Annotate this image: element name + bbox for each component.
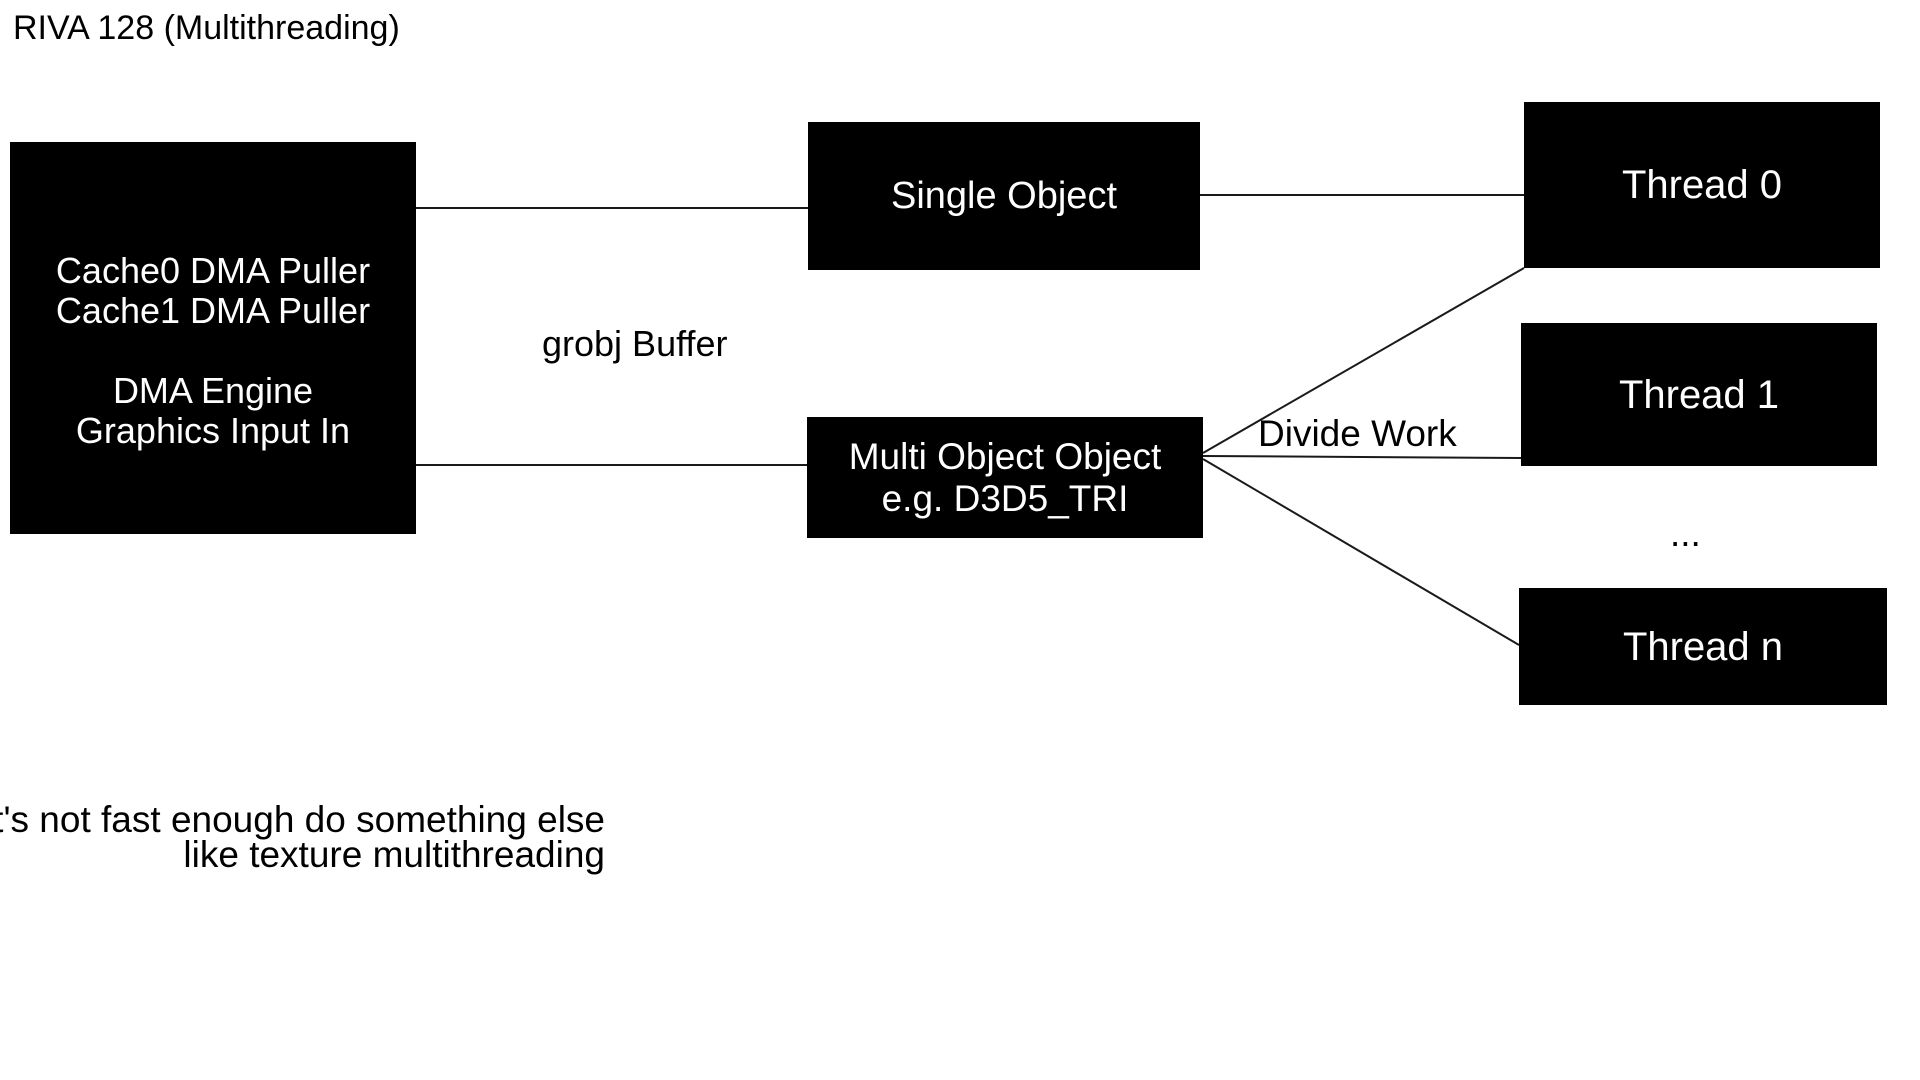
- node-dma-puller-engine: Cache0 DMA Puller Cache1 DMA Puller DMA …: [10, 142, 416, 534]
- node-thread-0: Thread 0: [1524, 102, 1880, 268]
- node-thread-1: Thread 1: [1521, 323, 1877, 466]
- bottom-note: If it's not fast enough do something els…: [0, 799, 605, 875]
- node-thread-0-label: Thread 0: [1621, 163, 1783, 207]
- node-single-object-label: Single Object: [890, 175, 1117, 217]
- connector-multi-object-to-thread1: [1202, 455, 1522, 459]
- node-multi-object: Multi Object Object e.g. D3D5_TRI: [807, 417, 1203, 538]
- grobj-buffer-label: grobj Buffer: [542, 323, 728, 364]
- connector-multi-object-to-thread0: [1202, 267, 1525, 454]
- node-thread-n: Thread n: [1519, 588, 1887, 705]
- node-thread-n-label: Thread n: [1622, 624, 1784, 669]
- node-multi-object-label: Multi Object Object e.g. D3D5_TRI: [848, 435, 1162, 519]
- node-dma-puller-engine-label: Cache0 DMA Puller Cache1 DMA Puller DMA …: [55, 250, 371, 451]
- divide-work-label: Divide Work: [1258, 413, 1457, 454]
- node-single-object: Single Object: [808, 122, 1200, 270]
- node-thread-1-label: Thread 1: [1618, 372, 1780, 417]
- thread-ellipsis-label: ...: [1670, 513, 1701, 554]
- diagram-title: RIVA 128 (Multithreading): [13, 9, 400, 47]
- connector-multi-object-to-threadn: [1202, 458, 1520, 646]
